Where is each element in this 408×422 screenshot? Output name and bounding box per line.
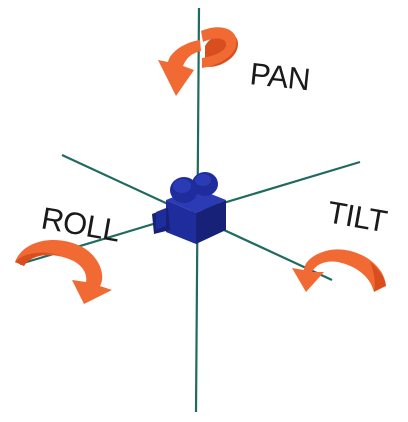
rotate-arrow-pan-icon xyxy=(158,27,238,96)
rotate-arrow-roll-icon xyxy=(15,239,112,304)
tilt-label: TILT xyxy=(325,194,390,239)
pan-label: PAN xyxy=(248,56,311,97)
rotate-arrow-tilt-icon xyxy=(292,249,386,292)
video-camera-icon xyxy=(152,172,226,244)
